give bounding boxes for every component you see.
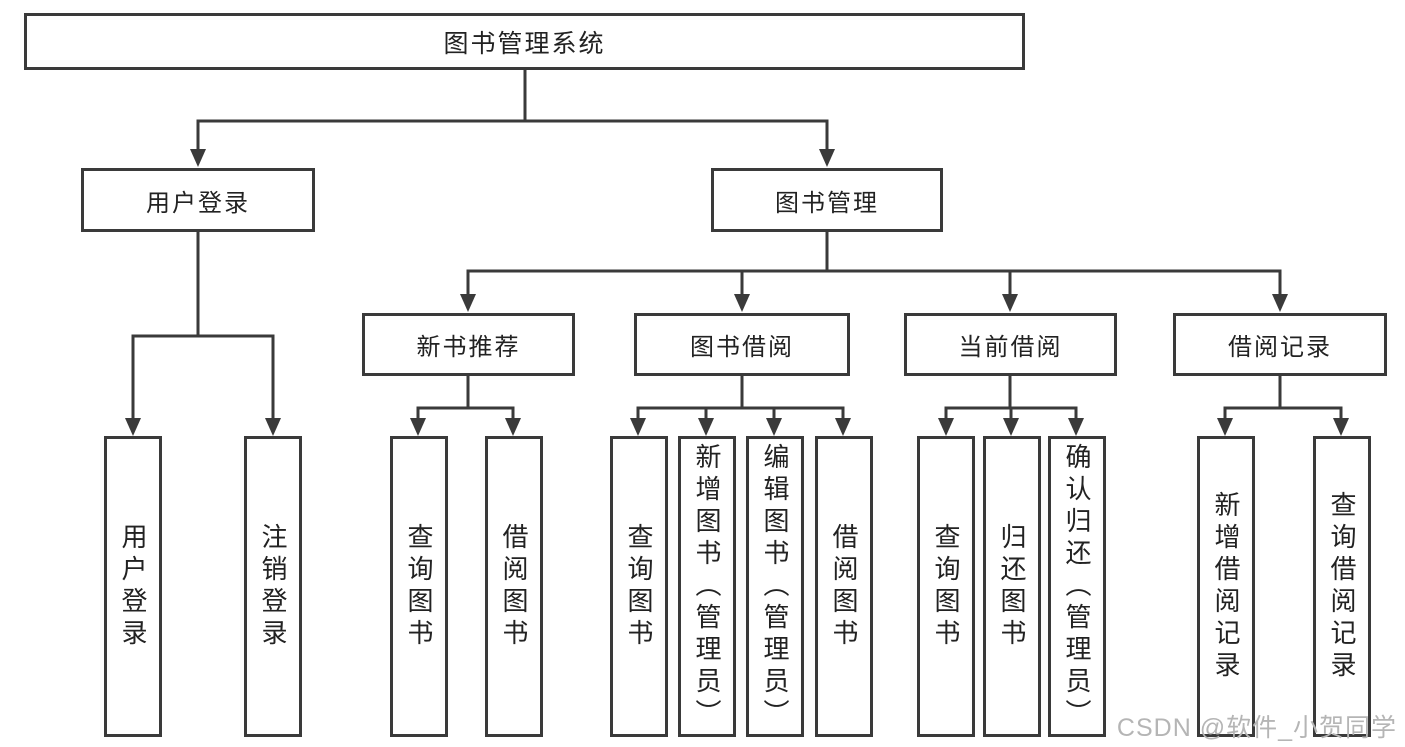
- leaf-label: 新增图书（管理员）: [692, 442, 722, 731]
- leaf-label: 查询借阅记录: [1327, 490, 1357, 683]
- leaf-user-login: 用户登录: [104, 436, 162, 737]
- leaf-label: 查询图书: [624, 522, 654, 651]
- node-label: 图书管理: [775, 189, 879, 217]
- leaf-query-books-recommend: 查询图书: [390, 436, 448, 737]
- leaf-label: 新增借阅记录: [1211, 490, 1241, 683]
- leaf-borrow-books-borrowing: 借阅图书: [815, 436, 873, 737]
- leaf-logout: 注销登录: [244, 436, 302, 737]
- leaf-edit-book-admin: 编辑图书（管理员）: [746, 436, 804, 737]
- leaf-label: 编辑图书（管理员）: [760, 442, 790, 731]
- csdn-watermark: CSDN @软件_小贺同学: [1116, 714, 1397, 742]
- leaf-label: 查询图书: [931, 522, 961, 651]
- leaf-label: 注销登录: [258, 522, 288, 651]
- leaf-label: 借阅图书: [499, 522, 529, 651]
- leaf-label: 借阅图书: [829, 522, 859, 651]
- node-library-management-system: 图书管理系统: [24, 13, 1025, 70]
- leaf-query-books-borrowing: 查询图书: [610, 436, 668, 737]
- leaf-query-books-current: 查询图书: [917, 436, 975, 737]
- node-new-book-recommendation: 新书推荐: [362, 313, 575, 376]
- node-label: 新书推荐: [416, 334, 521, 361]
- leaf-return-books: 归还图书: [983, 436, 1041, 737]
- node-borrowing-records: 借阅记录: [1173, 313, 1387, 376]
- node-label: 用户登录: [146, 189, 250, 217]
- leaf-label: 确认归还（管理员）: [1062, 442, 1092, 731]
- node-label: 图书借阅: [690, 334, 794, 361]
- node-user-login: 用户登录: [81, 168, 315, 232]
- node-label: 图书管理系统: [443, 29, 606, 58]
- node-label: 当前借阅: [958, 334, 1063, 361]
- leaf-confirm-return-admin: 确认归还（管理员）: [1048, 436, 1106, 737]
- node-label: 借阅记录: [1228, 334, 1332, 361]
- leaf-label: 用户登录: [118, 522, 148, 651]
- leaf-label: 归还图书: [997, 522, 1027, 651]
- node-book-borrowing: 图书借阅: [634, 313, 850, 376]
- node-current-borrowing: 当前借阅: [904, 313, 1117, 376]
- leaf-query-borrow-record: 查询借阅记录: [1313, 436, 1371, 737]
- leaf-add-borrow-record: 新增借阅记录: [1197, 436, 1255, 737]
- leaf-borrow-books-recommend: 借阅图书: [485, 436, 543, 737]
- node-book-management: 图书管理: [711, 168, 943, 232]
- leaf-add-book-admin: 新增图书（管理员）: [678, 436, 736, 737]
- leaf-label: 查询图书: [404, 522, 434, 651]
